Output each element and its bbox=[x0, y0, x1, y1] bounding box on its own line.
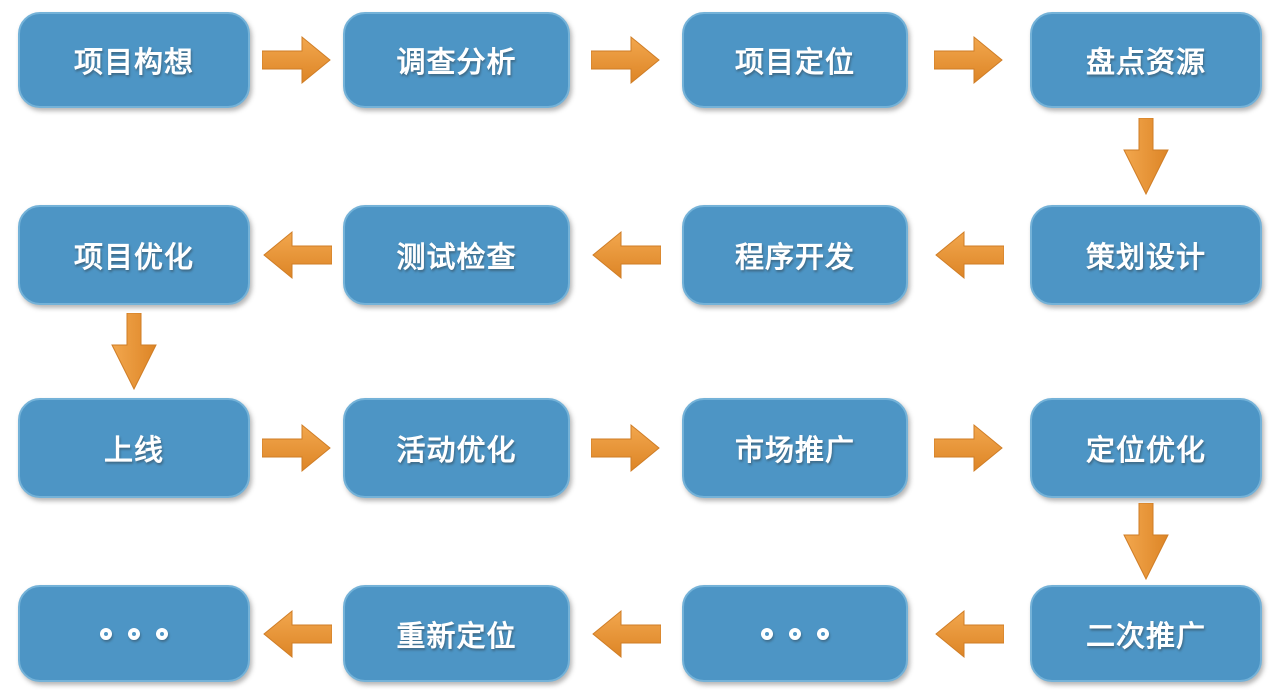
arrow-right-icon bbox=[908, 12, 1030, 108]
node-project-idea: 项目构想 bbox=[18, 12, 250, 108]
dot-icon bbox=[761, 627, 773, 640]
dot-icon bbox=[789, 627, 801, 640]
arrow-down-icon bbox=[18, 305, 250, 398]
arrow-left-icon bbox=[908, 585, 1030, 682]
node-label: 项目定位 bbox=[734, 47, 855, 79]
node-ellipsis-1 bbox=[18, 585, 250, 682]
arrow-left-icon bbox=[250, 585, 343, 682]
node-label: 市场推广 bbox=[734, 435, 855, 467]
ellipsis-dots-icon bbox=[92, 627, 176, 640]
node-label: 活动优化 bbox=[396, 435, 517, 467]
node-launch: 上线 bbox=[18, 398, 250, 498]
ellipsis-dots-icon bbox=[753, 627, 837, 640]
arrow-right-icon bbox=[908, 398, 1030, 498]
node-label: 程序开发 bbox=[734, 242, 855, 274]
node-label: 二次推广 bbox=[1085, 620, 1206, 653]
arrow-down-icon bbox=[1030, 498, 1262, 585]
arrow-left-icon bbox=[570, 205, 682, 305]
node-label: 项目构想 bbox=[73, 47, 194, 79]
arrow-left-icon bbox=[250, 205, 343, 305]
dot-icon bbox=[817, 627, 829, 640]
arrow-left-icon bbox=[570, 585, 682, 682]
node-testing-inspection: 测试检查 bbox=[343, 205, 570, 305]
arrow-left-icon bbox=[908, 205, 1030, 305]
arrow-down-icon bbox=[1030, 108, 1262, 205]
node-label: 项目优化 bbox=[73, 242, 194, 274]
node-label: 策划设计 bbox=[1085, 242, 1206, 274]
node-label: 定位优化 bbox=[1085, 435, 1206, 467]
node-label: 重新定位 bbox=[396, 620, 517, 653]
node-activity-optimization: 活动优化 bbox=[343, 398, 570, 498]
node-project-positioning: 项目定位 bbox=[682, 12, 908, 108]
dot-icon bbox=[100, 627, 112, 640]
node-label: 盘点资源 bbox=[1085, 47, 1206, 79]
arrow-right-icon bbox=[250, 398, 343, 498]
node-planning-design: 策划设计 bbox=[1030, 205, 1262, 305]
arrow-right-icon bbox=[570, 398, 682, 498]
node-positioning-optimization: 定位优化 bbox=[1030, 398, 1262, 498]
node-label: 测试检查 bbox=[396, 242, 517, 274]
node-label: 上线 bbox=[103, 435, 164, 467]
arrow-right-icon bbox=[250, 12, 343, 108]
node-resource-inventory: 盘点资源 bbox=[1030, 12, 1262, 108]
node-ellipsis-2 bbox=[682, 585, 908, 682]
dot-icon bbox=[156, 627, 168, 640]
node-market-promotion: 市场推广 bbox=[682, 398, 908, 498]
node-secondary-promotion: 二次推广 bbox=[1030, 585, 1262, 682]
dot-icon bbox=[128, 627, 140, 640]
node-label: 调查分析 bbox=[396, 47, 517, 79]
node-survey-analysis: 调查分析 bbox=[343, 12, 570, 108]
arrow-right-icon bbox=[570, 12, 682, 108]
node-repositioning: 重新定位 bbox=[343, 585, 570, 682]
node-project-optimization: 项目优化 bbox=[18, 205, 250, 305]
node-program-development: 程序开发 bbox=[682, 205, 908, 305]
